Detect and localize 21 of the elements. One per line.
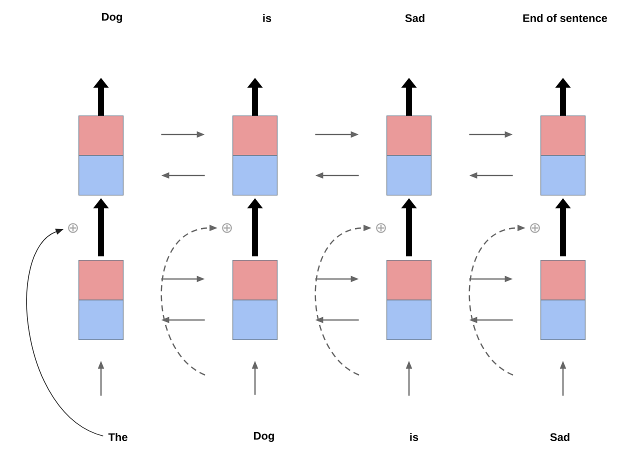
word-label: Dog bbox=[102, 13, 122, 23]
cell-block bbox=[232, 260, 278, 340]
word-label: Sad bbox=[405, 14, 424, 22]
plus-symbol: ⊕ bbox=[376, 223, 386, 233]
cell-block bbox=[78, 260, 124, 340]
cell-block bbox=[386, 115, 432, 196]
cell-block bbox=[232, 115, 278, 196]
word-label: End of sentence bbox=[523, 14, 608, 22]
curved-arrow bbox=[26, 228, 104, 436]
cell-block bbox=[78, 115, 124, 196]
word-label: is bbox=[410, 432, 418, 442]
cell-block bbox=[386, 260, 432, 340]
word-label: Sad bbox=[550, 432, 570, 442]
cell-block bbox=[540, 115, 586, 196]
plus-symbol: ⊕ bbox=[530, 223, 540, 233]
word-label: The bbox=[108, 432, 128, 442]
word-label: is bbox=[263, 14, 272, 22]
plus-symbol: ⊕ bbox=[68, 223, 78, 233]
plus-symbol: ⊕ bbox=[222, 223, 232, 233]
cell-block bbox=[540, 260, 586, 340]
word-label: Dog bbox=[254, 432, 274, 442]
